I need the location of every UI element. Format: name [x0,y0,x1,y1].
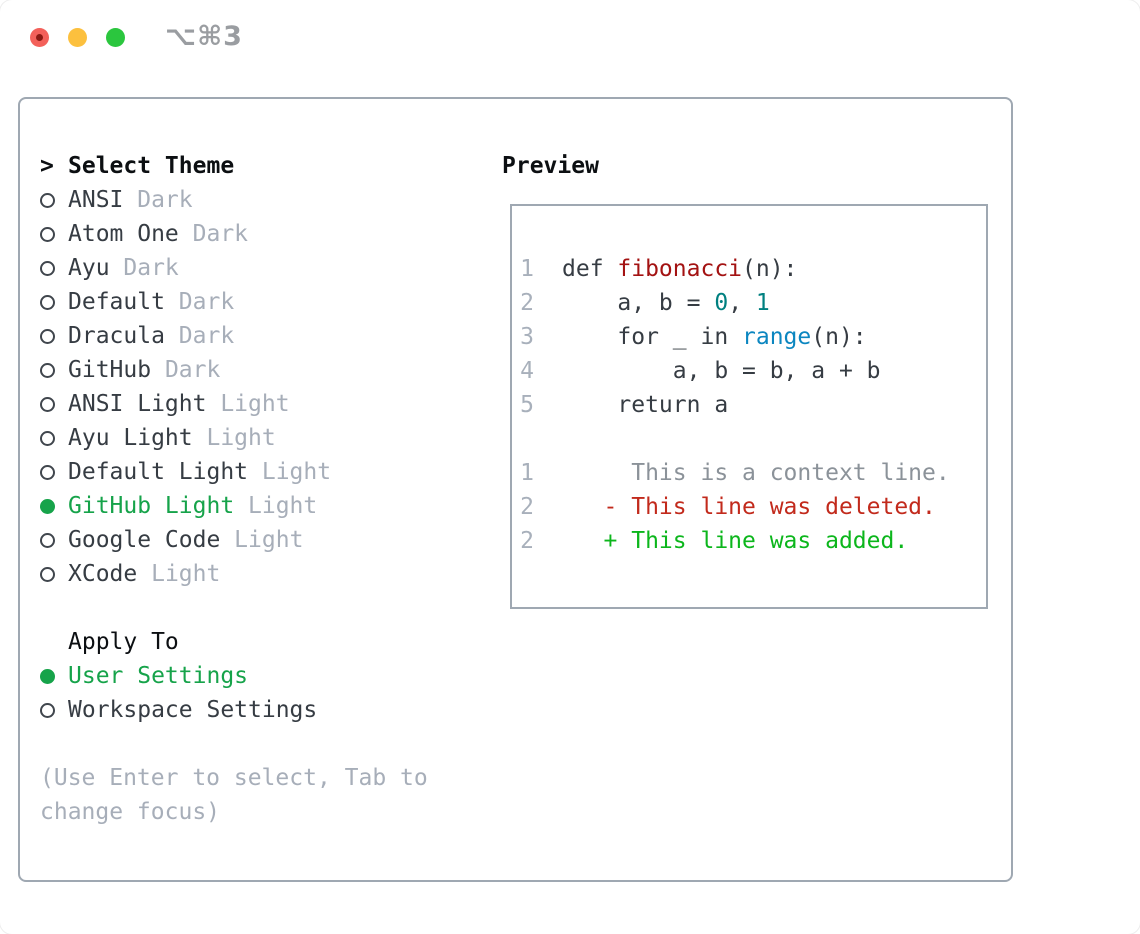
code-line [520,422,986,456]
theme-option[interactable]: Default Dark [40,285,478,319]
code-line: 4 a, b = b, a + b [520,354,986,388]
theme-variant-tag: Light [248,459,332,485]
code-text: for _ in range(n): [562,324,867,350]
radio-selected-icon [40,498,55,514]
radio-icon [40,294,55,310]
apply-label: User Settings [68,663,249,689]
theme-label: GitHub [68,357,152,383]
preview-title: Preview [502,153,599,179]
code-line: 2 a, b = 0, 1 [520,286,986,320]
theme-option[interactable]: Ayu Dark [40,251,478,285]
theme-label: Ayu Light [68,425,193,451]
apply-option[interactable]: User Settings [40,659,478,693]
radio-icon [40,362,55,378]
theme-option[interactable]: Atom One Dark [40,217,478,251]
theme-option[interactable]: Google Code Light [40,523,478,557]
line-number: 1 [520,460,534,486]
theme-option[interactable]: Default Light Light [40,455,478,489]
radio-icon [40,328,55,344]
code-line: 1 def fibonacci(n): [520,252,986,286]
prompt-icon: > [40,153,54,179]
theme-label: Atom One [68,221,179,247]
select-theme-header: > Select Theme [40,149,478,183]
select-theme-title: Select Theme [68,153,235,179]
theme-option[interactable]: ANSI Dark [40,183,478,217]
theme-option[interactable]: Dracula Dark [40,319,478,353]
code-text: a, b = b, a + b [562,358,881,384]
code-text: a, b = 0, 1 [562,290,770,316]
theme-label: Default [68,289,165,315]
spacer [40,727,478,761]
code-text: This is a context line. [562,460,950,486]
window-title: ⌥⌘3 [165,21,243,52]
radio-icon [40,702,55,718]
radio-icon [40,566,55,582]
radio-icon [40,396,55,412]
code-text: + This line was added. [562,528,909,554]
theme-option[interactable]: GitHub Light Light [40,489,478,523]
code-line: 2 - This line was deleted. [520,490,986,524]
line-number: 2 [520,528,534,554]
apply-to-title: Apply To [68,629,179,655]
theme-variant-tag: Light [206,391,290,417]
code-line: 1 This is a context line. [520,456,986,490]
line-number: 1 [520,256,534,282]
minimize-button[interactable] [68,28,87,47]
radio-icon [40,532,55,548]
keyboard-hint: (Use Enter to select, Tab to change focu… [40,765,428,825]
theme-option[interactable]: Ayu Light Light [40,421,478,455]
line-number: 3 [520,324,534,350]
theme-option[interactable]: XCode Light [40,557,478,591]
code-line: 5 return a [520,388,986,422]
theme-label: Dracula [68,323,165,349]
theme-label: ANSI [68,187,124,213]
code-text: - This line was deleted. [562,494,936,520]
spacer [40,591,478,625]
line-number: 5 [520,392,534,418]
radio-icon [40,226,55,242]
radio-icon [40,464,55,480]
code-text: def fibonacci(n): [562,256,798,282]
theme-variant-tag: Dark [178,221,249,247]
radio-selected-icon [40,668,55,684]
theme-variant-tag: Dark [109,255,179,281]
theme-option[interactable]: GitHub Dark [40,353,478,387]
theme-label: Google Code [68,527,221,553]
theme-variant-tag: Light [234,493,318,519]
theme-label: Ayu [68,255,110,281]
theme-variant-tag: Dark [164,289,235,315]
radio-icon [40,260,55,276]
code-text: return a [562,392,729,418]
theme-variant-tag: Dark [164,323,235,349]
theme-variant-tag: Light [137,561,221,587]
theme-label: XCode [68,561,138,587]
close-button[interactable] [30,28,49,47]
theme-variant-tag: Light [192,425,276,451]
theme-variant-tag: Dark [151,357,221,383]
code-line: 2 + This line was added. [520,524,986,558]
line-number: 4 [520,358,534,384]
theme-label: GitHub Light [68,493,235,519]
theme-label: ANSI Light [68,391,207,417]
radio-icon [40,192,55,208]
apply-label: Workspace Settings [68,697,318,723]
apply-to-header: Apply To [40,625,478,659]
theme-label: Default Light [68,459,249,485]
zoom-button[interactable] [106,28,125,47]
radio-icon [40,430,55,446]
apply-option[interactable]: Workspace Settings [40,693,478,727]
theme-variant-tag: Dark [123,187,193,213]
line-number: 2 [520,494,534,520]
theme-variant-tag: Light [220,527,304,553]
code-line: 3 for _ in range(n): [520,320,986,354]
line-number: 2 [520,290,534,316]
theme-option[interactable]: ANSI Light Light [40,387,478,421]
